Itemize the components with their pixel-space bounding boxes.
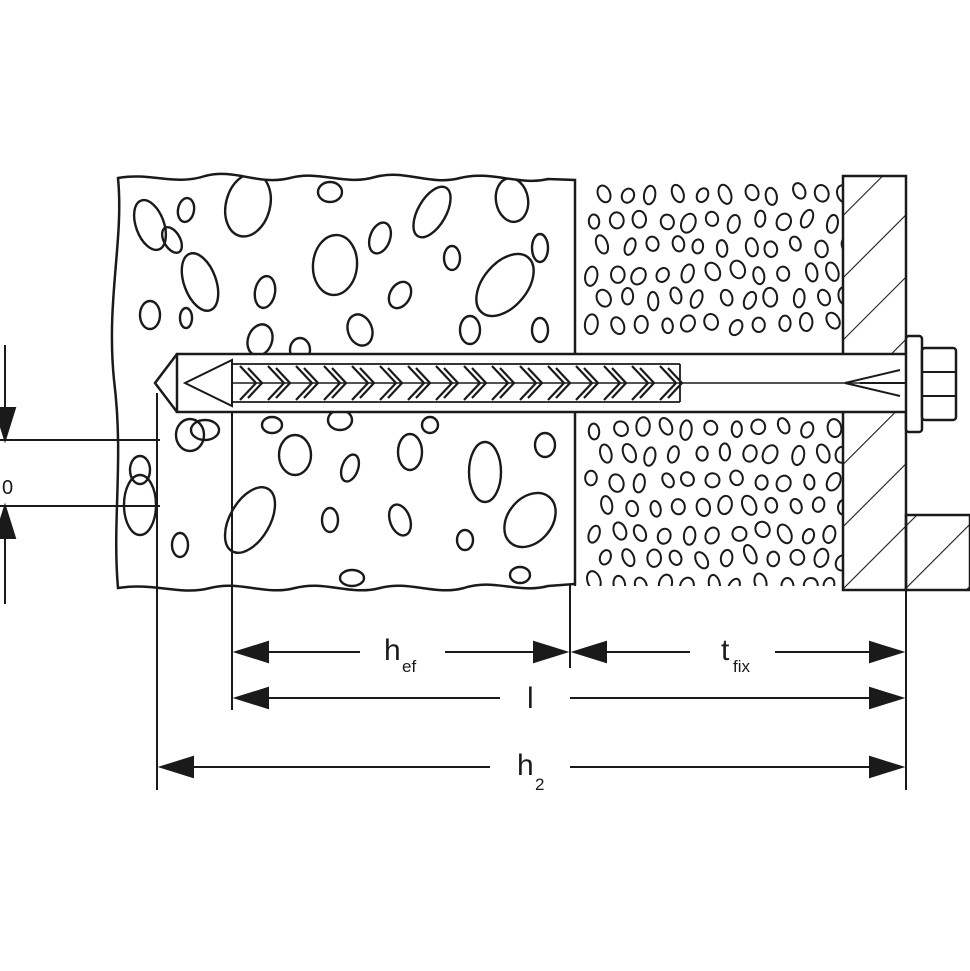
label-t-fix-main: t: [721, 634, 730, 667]
label-h-ef-sub: ef: [402, 657, 416, 676]
label-h-ef-main: h: [384, 634, 401, 667]
dimension-lines: [0, 345, 907, 790]
label-d-0-sub: 0: [2, 477, 13, 499]
label-h-2: h 2: [517, 749, 544, 794]
label-d-0: 0: [2, 477, 13, 499]
label-l: l: [527, 682, 534, 715]
anchor-sleeve: [153, 352, 912, 414]
label-h-ef: h ef: [384, 634, 416, 676]
label-t-fix-sub: fix: [733, 657, 751, 676]
label-t-fix: t fix: [721, 634, 751, 676]
screw-head: [904, 334, 958, 434]
label-l-main: l: [527, 682, 534, 715]
fine-aggregate-layer: [574, 180, 843, 586]
label-h-2-main: h: [517, 749, 534, 782]
label-h-2-sub: 2: [535, 775, 544, 794]
